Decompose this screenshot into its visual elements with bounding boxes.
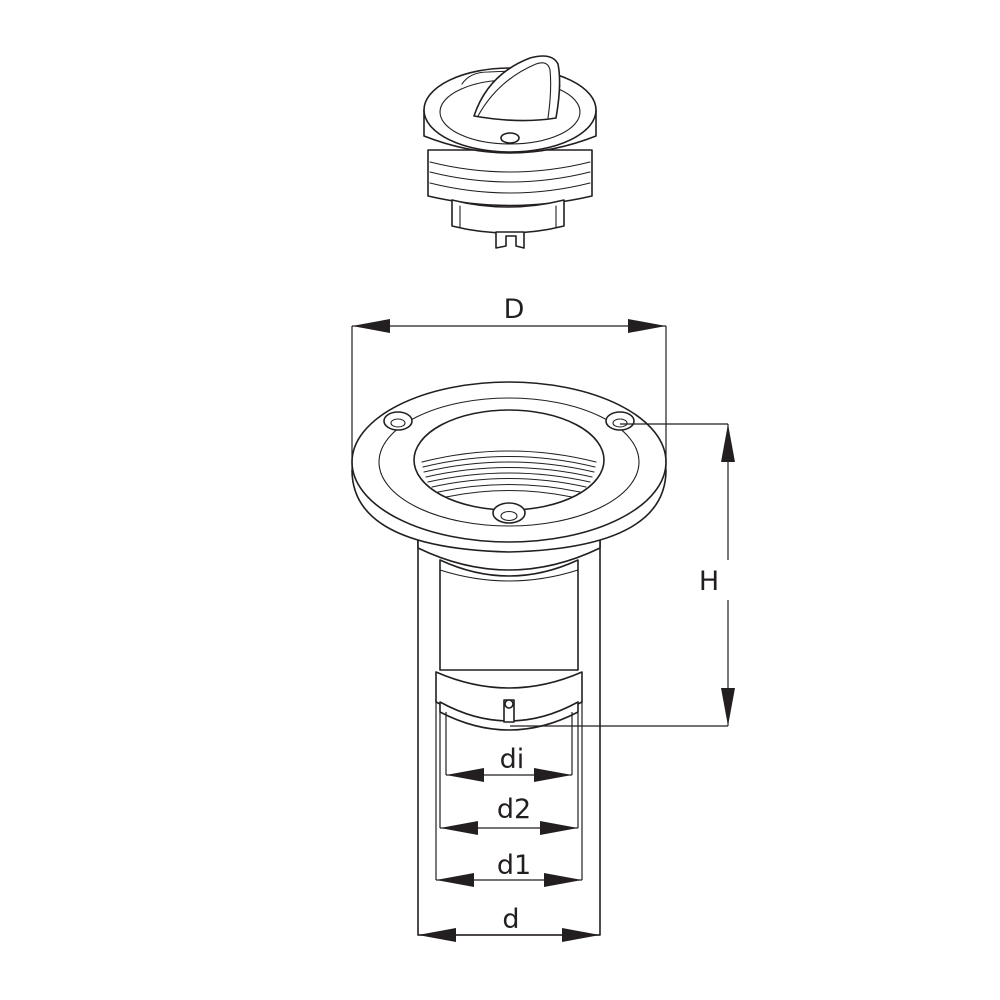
dimension-label-d2: d2 — [497, 794, 531, 825]
cap-key-handle — [473, 55, 561, 122]
dimension-label-di: di — [500, 744, 525, 775]
deck-fill-cap — [423, 55, 597, 249]
flange-inner-ring — [378, 397, 640, 527]
screw-hole-front — [492, 502, 526, 524]
screw-hole-right — [605, 411, 635, 431]
cap-thread-body — [427, 149, 593, 207]
cap-pin — [495, 231, 525, 249]
dimension-label-H: H — [699, 566, 719, 597]
dimension-d: d — [418, 904, 600, 942]
dimension-label-D: D — [504, 294, 525, 325]
cap-bottom-block — [451, 199, 565, 234]
dimension-label-d: d — [502, 904, 519, 935]
dimension-D: D — [351, 294, 667, 470]
dimension-H: H — [510, 423, 735, 727]
flange-opening — [413, 409, 605, 511]
cap-thread-line-1 — [429, 161, 591, 173]
dimension-di: di — [445, 712, 573, 782]
spigot-base-line — [439, 569, 579, 582]
cap-key-ridge — [477, 62, 552, 119]
opening-threads — [421, 450, 597, 498]
screw-hole-left — [383, 411, 413, 431]
hose-spigot — [439, 559, 579, 671]
cap-thread-line-3 — [429, 182, 591, 194]
collar-slot-hole — [504, 699, 514, 709]
dimension-label-d1: d1 — [497, 850, 531, 881]
dimension-d1: d1 — [435, 700, 583, 887]
cap-thread-line-2 — [429, 171, 591, 183]
dimension-d2: d2 — [439, 712, 579, 835]
cap-hole — [500, 132, 520, 144]
